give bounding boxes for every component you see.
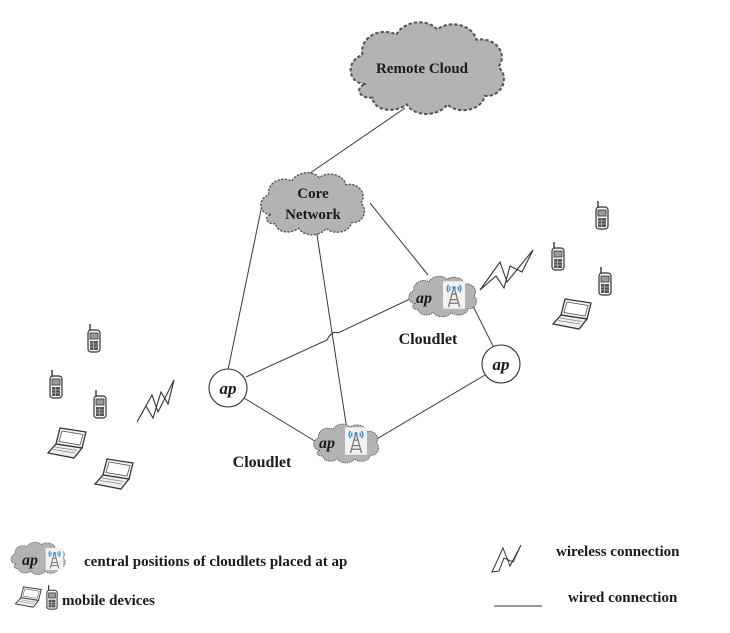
core-network-node: Core Network [260, 171, 366, 236]
mobile-phone-icon [49, 369, 63, 399]
link-apleft-cloudlet-top [245, 297, 413, 378]
link-core-cloudlet-bottom [314, 221, 348, 431]
laptop-icon [552, 298, 592, 330]
mobile-phone-icon [595, 200, 609, 230]
wireless-zigzag-icon [491, 544, 522, 573]
legend-mobile-devices-text: mobile devices [62, 593, 155, 609]
mobile-devices-left [47, 323, 134, 490]
cloudlet-top-node: ap Cloudlet [399, 275, 477, 348]
remote-cloud-node: Remote Cloud [349, 21, 506, 116]
ap-right-label: ap [493, 355, 510, 374]
link-apleft-cloudlet-bottom [243, 397, 319, 444]
remote-cloud-label: Remote Cloud [376, 61, 469, 77]
cloudlet-top-ap-label: ap [416, 290, 432, 307]
link-cloudlet-top-apright [469, 299, 495, 349]
ap-right-node: ap [481, 344, 521, 384]
mobile-phone-icon [46, 585, 58, 610]
cloudlet-bottom-ap-label: ap [319, 435, 335, 452]
legend-wired-text: wired connection [568, 590, 678, 606]
mobile-phone-icon [598, 266, 612, 296]
link-core-cloudlet-top [369, 202, 429, 276]
laptop-icon [47, 427, 87, 459]
legend: ap central positions of cloudlets placed… [10, 541, 680, 610]
cloudlet-bottom-label: Cloudlet [233, 454, 292, 471]
core-network-label-line2: Network [285, 207, 341, 223]
cloudlet-top-label: Cloudlet [399, 331, 458, 348]
mobile-devices-right [551, 200, 612, 330]
legend-cloudlet-text: central positions of cloudlets placed at… [84, 554, 347, 570]
legend-cloudlet-badge: ap [10, 541, 66, 575]
wireless-zigzag-icon [479, 249, 534, 291]
wired-links [227, 107, 495, 444]
antenna-tower-icon [443, 281, 465, 309]
mobile-phone-icon [551, 241, 565, 271]
mobile-phone-icon [87, 323, 101, 353]
wireless-zigzag-icon [136, 379, 175, 423]
antenna-tower-icon [45, 548, 64, 570]
link-remote-core [299, 107, 406, 181]
ap-left-node: ap [208, 368, 248, 408]
mobile-phone-icon [93, 389, 107, 419]
laptop-icon [14, 586, 42, 608]
link-apright-cloudlet-bottom [374, 374, 486, 441]
link-core-apleft [227, 204, 263, 371]
legend-wireless-text: wireless connection [556, 544, 680, 560]
legend-ap-label: ap [22, 552, 38, 569]
ap-left-label: ap [220, 379, 237, 398]
core-network-label-line1: Core [297, 186, 329, 202]
antenna-tower-icon [345, 427, 367, 455]
cloudlet-bottom-node: ap Cloudlet [233, 423, 380, 471]
laptop-icon [94, 458, 134, 490]
